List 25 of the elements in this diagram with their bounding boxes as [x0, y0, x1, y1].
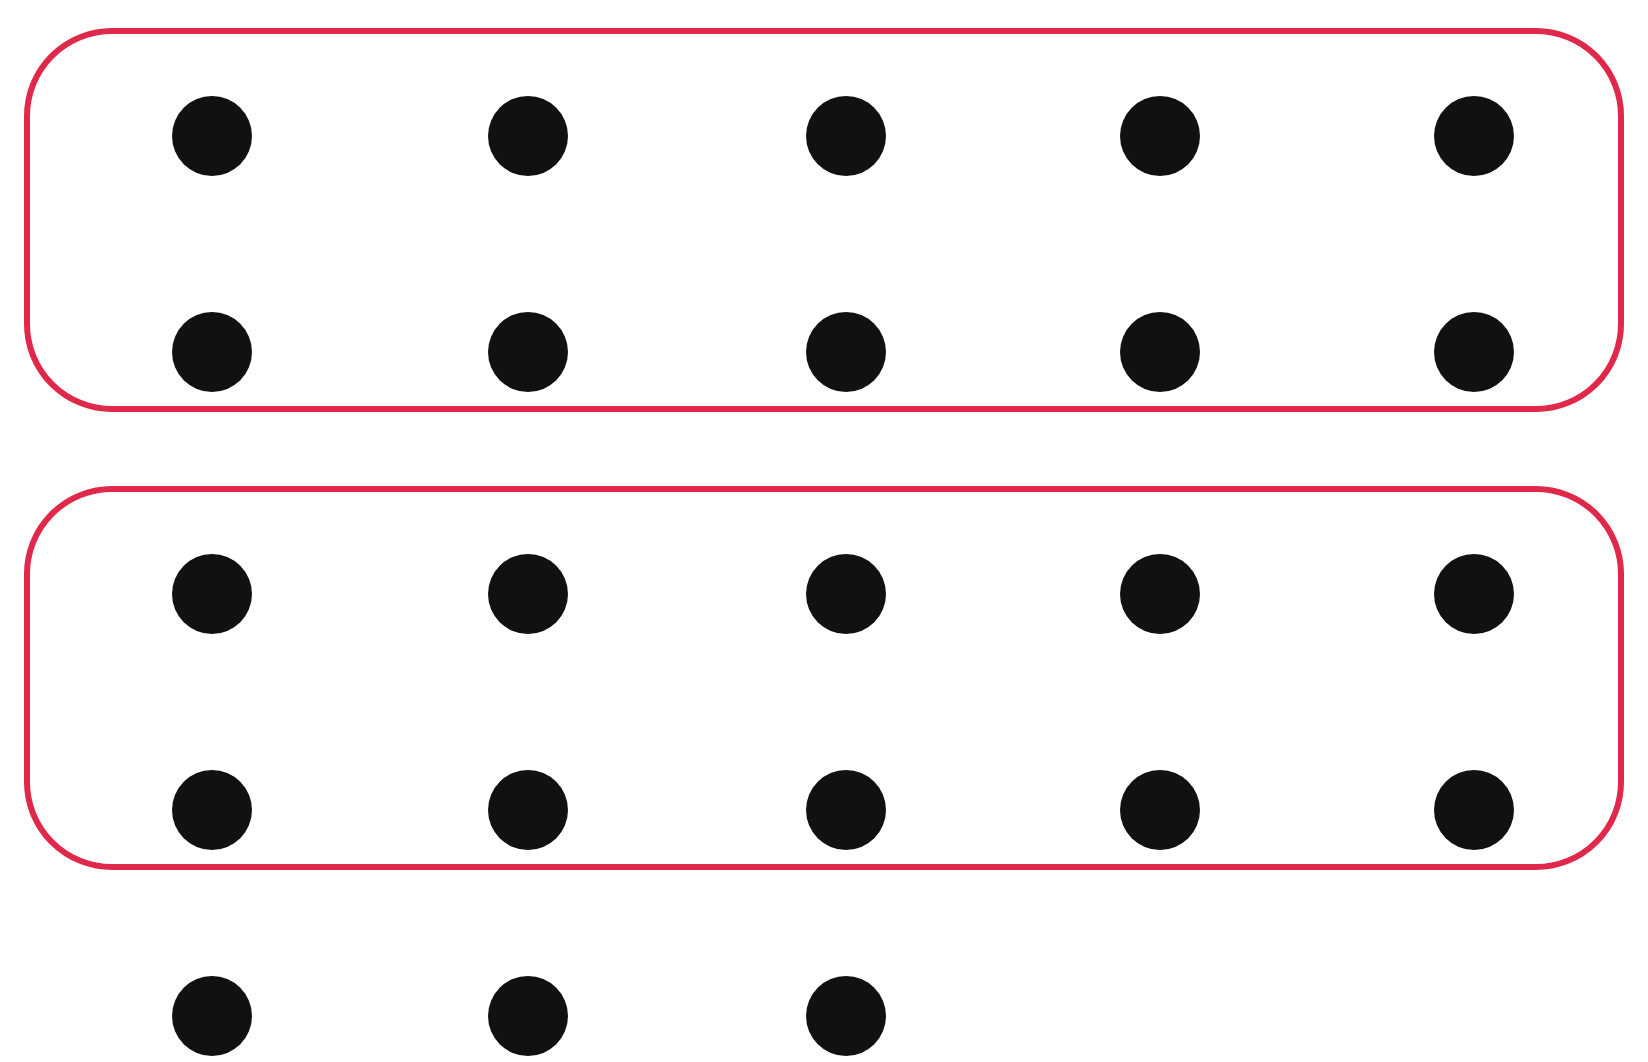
dot — [1120, 770, 1200, 850]
dot — [488, 312, 568, 392]
dot — [806, 976, 886, 1056]
dot — [806, 312, 886, 392]
dot — [806, 96, 886, 176]
dot — [172, 554, 252, 634]
dot — [1434, 554, 1514, 634]
dot — [1120, 554, 1200, 634]
dot — [172, 976, 252, 1056]
dot — [172, 312, 252, 392]
dot — [1434, 312, 1514, 392]
dot — [1120, 312, 1200, 392]
dot — [488, 976, 568, 1056]
dot — [806, 770, 886, 850]
dot — [806, 554, 886, 634]
dot — [172, 770, 252, 850]
dot — [488, 770, 568, 850]
dot — [172, 96, 252, 176]
group-outline — [24, 28, 1624, 412]
dot — [488, 554, 568, 634]
dot — [488, 96, 568, 176]
group-outline — [24, 486, 1624, 870]
dot — [1434, 770, 1514, 850]
dot — [1434, 96, 1514, 176]
dot — [1120, 96, 1200, 176]
